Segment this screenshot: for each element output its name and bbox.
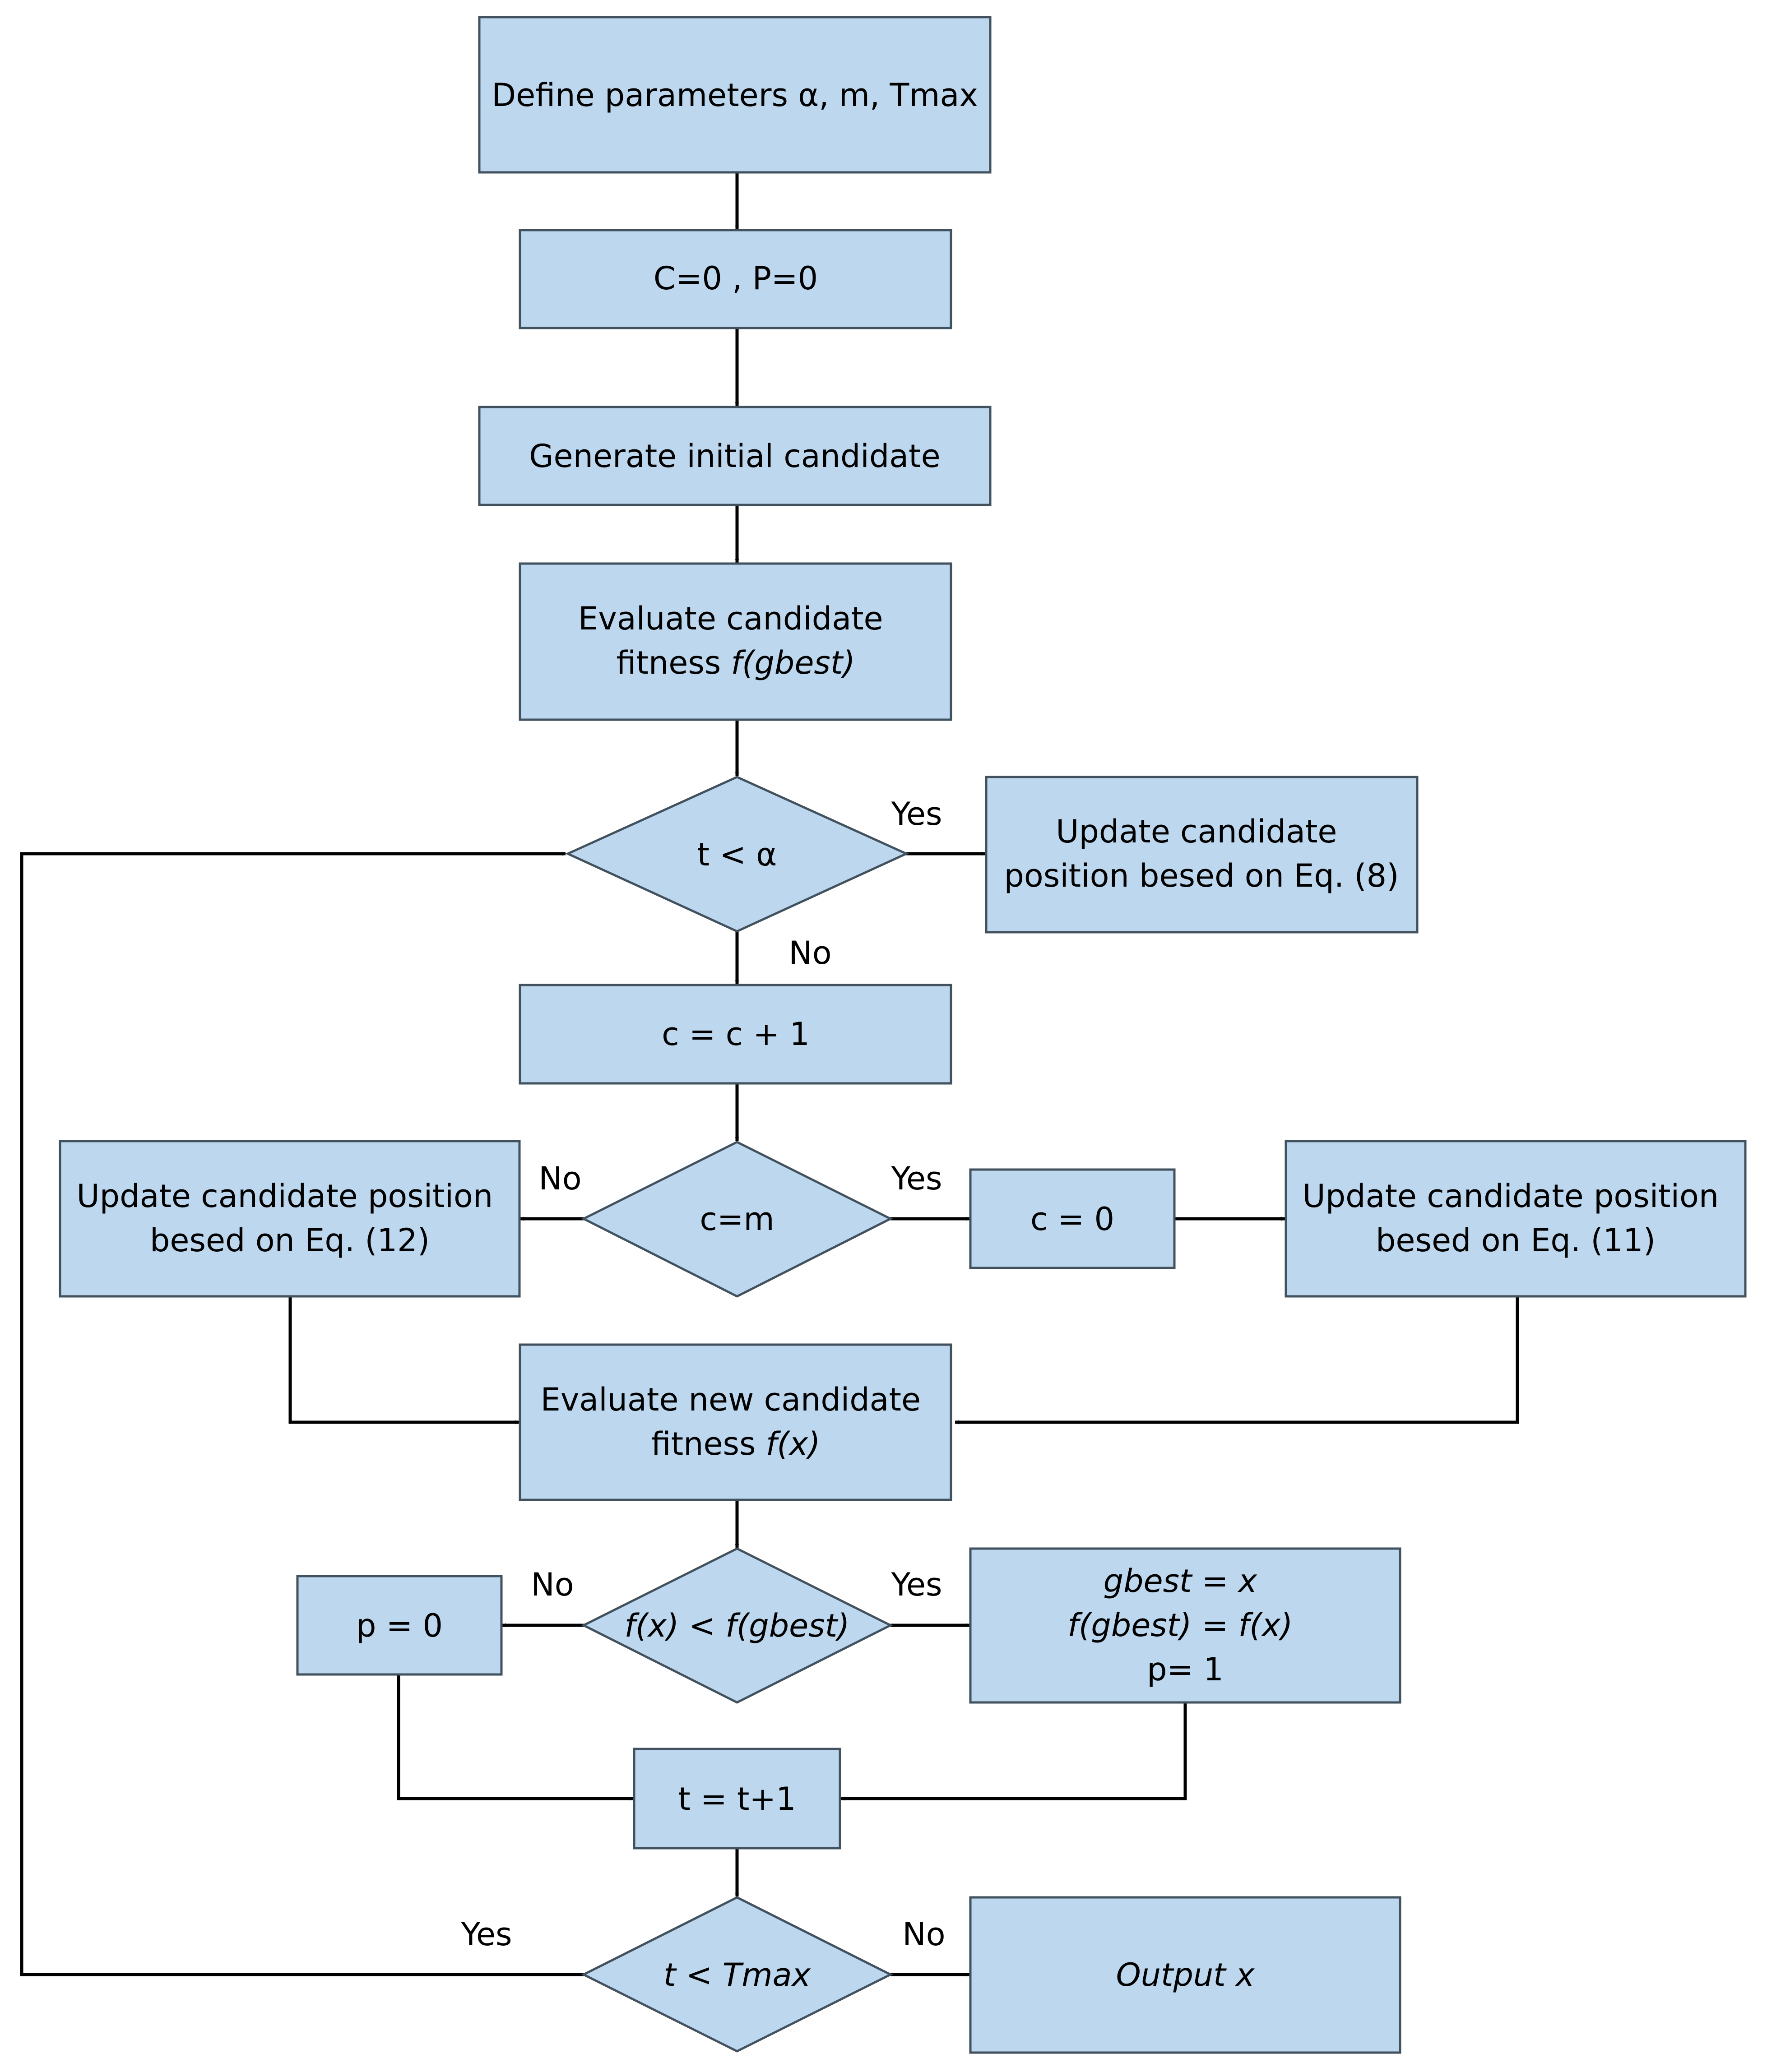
node-text-line: t < Tmax — [663, 1956, 811, 1993]
node-text-line: gbest = x — [1104, 1563, 1257, 1600]
node-text-line: p= 1 — [1147, 1651, 1224, 1688]
svg-text:Update candidate position: Update candidate position besed on Eq. (… — [76, 1178, 503, 1259]
svg-text:c=m: c=m — [700, 1201, 774, 1238]
svg-text:C=0 , P=0: C=0 , P=0 — [654, 260, 818, 297]
decision-fx-lt-fgbest: f(x) < f(gbest) — [581, 1547, 893, 1704]
svg-text:Output x: Output x — [1116, 1956, 1255, 1993]
node-output: Output x — [969, 1896, 1401, 2054]
node-text-line: Evaluate candidate — [578, 600, 883, 637]
node-t-increment: t = t+1 — [633, 1748, 841, 1850]
nodes: Define parameters α, m, Tmax C=0 , P=0 G… — [59, 16, 1747, 2054]
svg-text:p = 0: p = 0 — [356, 1607, 443, 1644]
svg-text:Update candidate posit: Update candidate position besed on Eq. (… — [1004, 813, 1399, 894]
svg-text:t < α: t < α — [697, 836, 777, 873]
label-alpha-yes: Yes — [891, 796, 942, 832]
decision-t-lt-alpha: t < α — [565, 776, 909, 933]
edges — [20, 172, 1519, 1977]
label-alpha-no: No — [788, 934, 831, 971]
node-text-line: f(x) < f(gbest) — [625, 1607, 850, 1644]
node-text-line: Update candidate — [1056, 813, 1337, 850]
label-compare-no: No — [531, 1566, 574, 1603]
node-evaluate-new-fitness: Evaluate new candidate fitness f(x) — [519, 1343, 952, 1501]
node-text-line: c = 0 — [1030, 1201, 1114, 1238]
svg-text:Define parameters α, m, Tmax: Define parameters α, m, Tmax — [492, 77, 978, 114]
node-text-line: position besed on Eq. (8) — [1004, 857, 1399, 894]
node-text-line: t = t+1 — [678, 1781, 796, 1818]
node-text-line: Output x — [1116, 1956, 1255, 1993]
node-text-line: Update candidate position — [76, 1178, 493, 1215]
edge-tmax-yes-loop — [20, 851, 584, 1976]
node-text-line: C=0 , P=0 — [654, 260, 818, 297]
node-define-parameters: Define parameters α, m, Tmax — [478, 16, 992, 174]
node-generate-candidate: Generate initial candidate — [478, 406, 992, 506]
node-text-line: fitness — [616, 644, 731, 681]
svg-text:Generate initial candidate: Generate initial candidate — [529, 438, 940, 475]
svg-text:Evaluate new candidate: Evaluate new candidate fitness f(x) — [541, 1381, 931, 1462]
node-text-line: Update candidate position — [1302, 1178, 1719, 1215]
node-gbest-update: gbest = x f(gbest) = f(x) p= 1 — [969, 1547, 1401, 1704]
svg-text:f(x) < f(gbest): f(x) < f(gbest) — [625, 1607, 850, 1644]
node-text-line: f(gbest) = f(x) — [1067, 1607, 1293, 1644]
node-text-line: fitness — [651, 1425, 766, 1462]
node-c-increment: c = c + 1 — [519, 984, 952, 1085]
label-tmax-yes: Yes — [461, 1916, 512, 1953]
node-c-reset: c = 0 — [969, 1168, 1176, 1269]
node-evaluate-fitness: Evaluate candidate fitness f(gbest) — [519, 562, 952, 721]
node-text-line: t < α — [697, 836, 777, 873]
edge-gbest-to-tinc — [840, 1702, 1187, 1801]
node-text-line: Define parameters α, m, Tmax — [492, 77, 978, 114]
label-compare-yes: Yes — [891, 1566, 942, 1603]
node-update-eq12: Update candidate position besed on Eq. (… — [59, 1140, 521, 1298]
node-text-line: p = 0 — [356, 1607, 443, 1644]
svg-text:gbest = x f(gbest) = f: gbest = x f(gbest) = f(x) p= 1 — [1067, 1563, 1303, 1688]
edge-eq12-to-evalnew — [288, 1296, 519, 1424]
decision-c-eq-m: c=m — [581, 1141, 893, 1298]
svg-text:t = t+1: t = t+1 — [678, 1781, 796, 1818]
node-text-line: Generate initial candidate — [529, 438, 940, 475]
node-update-eq8: Update candidate position besed on Eq. (… — [985, 776, 1419, 934]
node-text-line: c=m — [700, 1201, 774, 1238]
node-text-line: Evaluate new candidate — [541, 1381, 921, 1418]
svg-text:c = c + 1: c = c + 1 — [662, 1016, 810, 1053]
label-tmax-no: No — [902, 1916, 945, 1953]
node-text-italic: f(x) — [766, 1425, 821, 1462]
svg-text:t < Tmax: t < Tmax — [663, 1956, 811, 1993]
svg-text:Update candidate position: Update candidate position besed on Eq. (… — [1302, 1178, 1729, 1259]
edge-pzero-to-tinc — [397, 1674, 634, 1801]
label-cm-no: No — [538, 1160, 581, 1197]
svg-text:c = 0: c = 0 — [1030, 1201, 1114, 1238]
edge-labels: Yes No No Yes No Yes Yes No — [461, 796, 946, 1953]
node-init-c-p: C=0 , P=0 — [519, 229, 952, 329]
node-text-line: c = c + 1 — [662, 1016, 810, 1053]
node-text-italic: f(gbest) — [731, 644, 855, 681]
edge-eq11-to-evalnew — [955, 1296, 1519, 1424]
label-cm-yes: Yes — [891, 1160, 942, 1197]
node-text-line: besed on Eq. (11) — [1376, 1222, 1656, 1259]
node-text-line: besed on Eq. (12) — [150, 1222, 430, 1259]
svg-text:Evaluate candidate fit: Evaluate candidate fitness f(gbest) — [578, 600, 893, 681]
node-p-zero: p = 0 — [296, 1575, 503, 1676]
node-update-eq11: Update candidate position besed on Eq. (… — [1285, 1140, 1747, 1298]
decision-t-lt-tmax: t < Tmax — [581, 1896, 893, 2053]
